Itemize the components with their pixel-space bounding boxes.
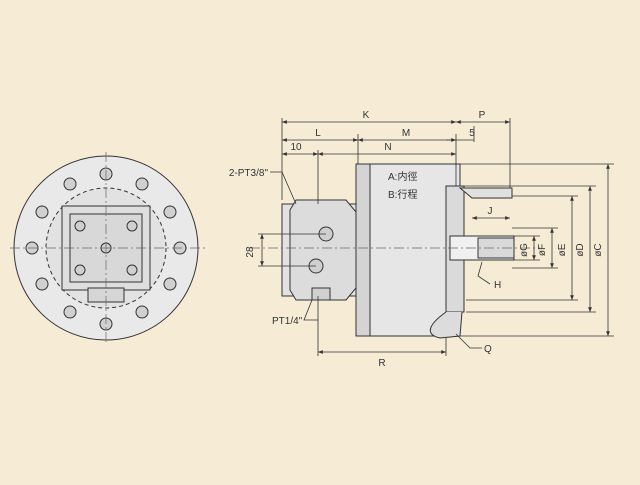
label-5: 5 xyxy=(469,128,475,139)
label-L: L xyxy=(315,128,321,139)
inner-bolt-hole xyxy=(74,220,86,232)
callout-port-top: 2-PT3/8" xyxy=(229,168,269,179)
bolt-hole xyxy=(63,305,77,319)
bolt-holes xyxy=(25,167,187,331)
labels: K P L M 5 10 N J R 28 øG øF øE øD øC 2-P… xyxy=(229,110,604,369)
label-E: øE xyxy=(557,243,568,256)
inner-bolt-hole xyxy=(74,264,86,276)
inner-bolt-hole xyxy=(126,220,138,232)
front-view xyxy=(10,152,205,344)
leader-Q xyxy=(455,333,482,349)
legend-A: A:内徑 xyxy=(388,170,417,183)
piston-rod xyxy=(477,237,515,259)
inner-bolt-hole xyxy=(126,264,138,276)
legend-B: B:行程 xyxy=(388,188,417,201)
label-J: J xyxy=(488,206,493,217)
bolt-hole xyxy=(135,177,149,191)
label-P: P xyxy=(479,110,486,121)
cylinder-body-shade xyxy=(355,163,371,337)
cylinder-body xyxy=(355,163,461,337)
bolt-hole xyxy=(63,177,77,191)
side-view xyxy=(250,163,540,339)
bolt-hole xyxy=(35,205,49,219)
leader-H xyxy=(477,261,491,285)
label-10: 10 xyxy=(290,142,302,153)
bottom-port xyxy=(311,287,331,301)
label-R: R xyxy=(378,358,385,369)
callout-port-bottom: PT1/4" xyxy=(272,316,303,327)
rear-distributor xyxy=(289,199,357,301)
label-M: M xyxy=(402,128,410,139)
bolt-hole xyxy=(135,305,149,319)
bolt-hole xyxy=(35,277,49,291)
dimension-lines xyxy=(258,118,614,356)
front-center-lines xyxy=(10,152,205,344)
label-28: 28 xyxy=(245,246,256,258)
flange-lip xyxy=(458,187,513,199)
draw-bar-curve xyxy=(429,311,463,339)
label-K: K xyxy=(363,110,370,121)
leader-port-bottom xyxy=(303,299,318,321)
callout-H: H xyxy=(494,280,501,291)
bolt-hole xyxy=(163,205,177,219)
bolt-hole xyxy=(163,277,177,291)
label-D: øD xyxy=(575,243,586,256)
label-G: øG xyxy=(519,243,530,257)
leader-port-top xyxy=(270,171,297,205)
label-C: øC xyxy=(593,243,604,256)
label-F: øF xyxy=(537,244,548,256)
callout-Q: Q xyxy=(484,344,492,355)
label-N: N xyxy=(384,142,391,153)
